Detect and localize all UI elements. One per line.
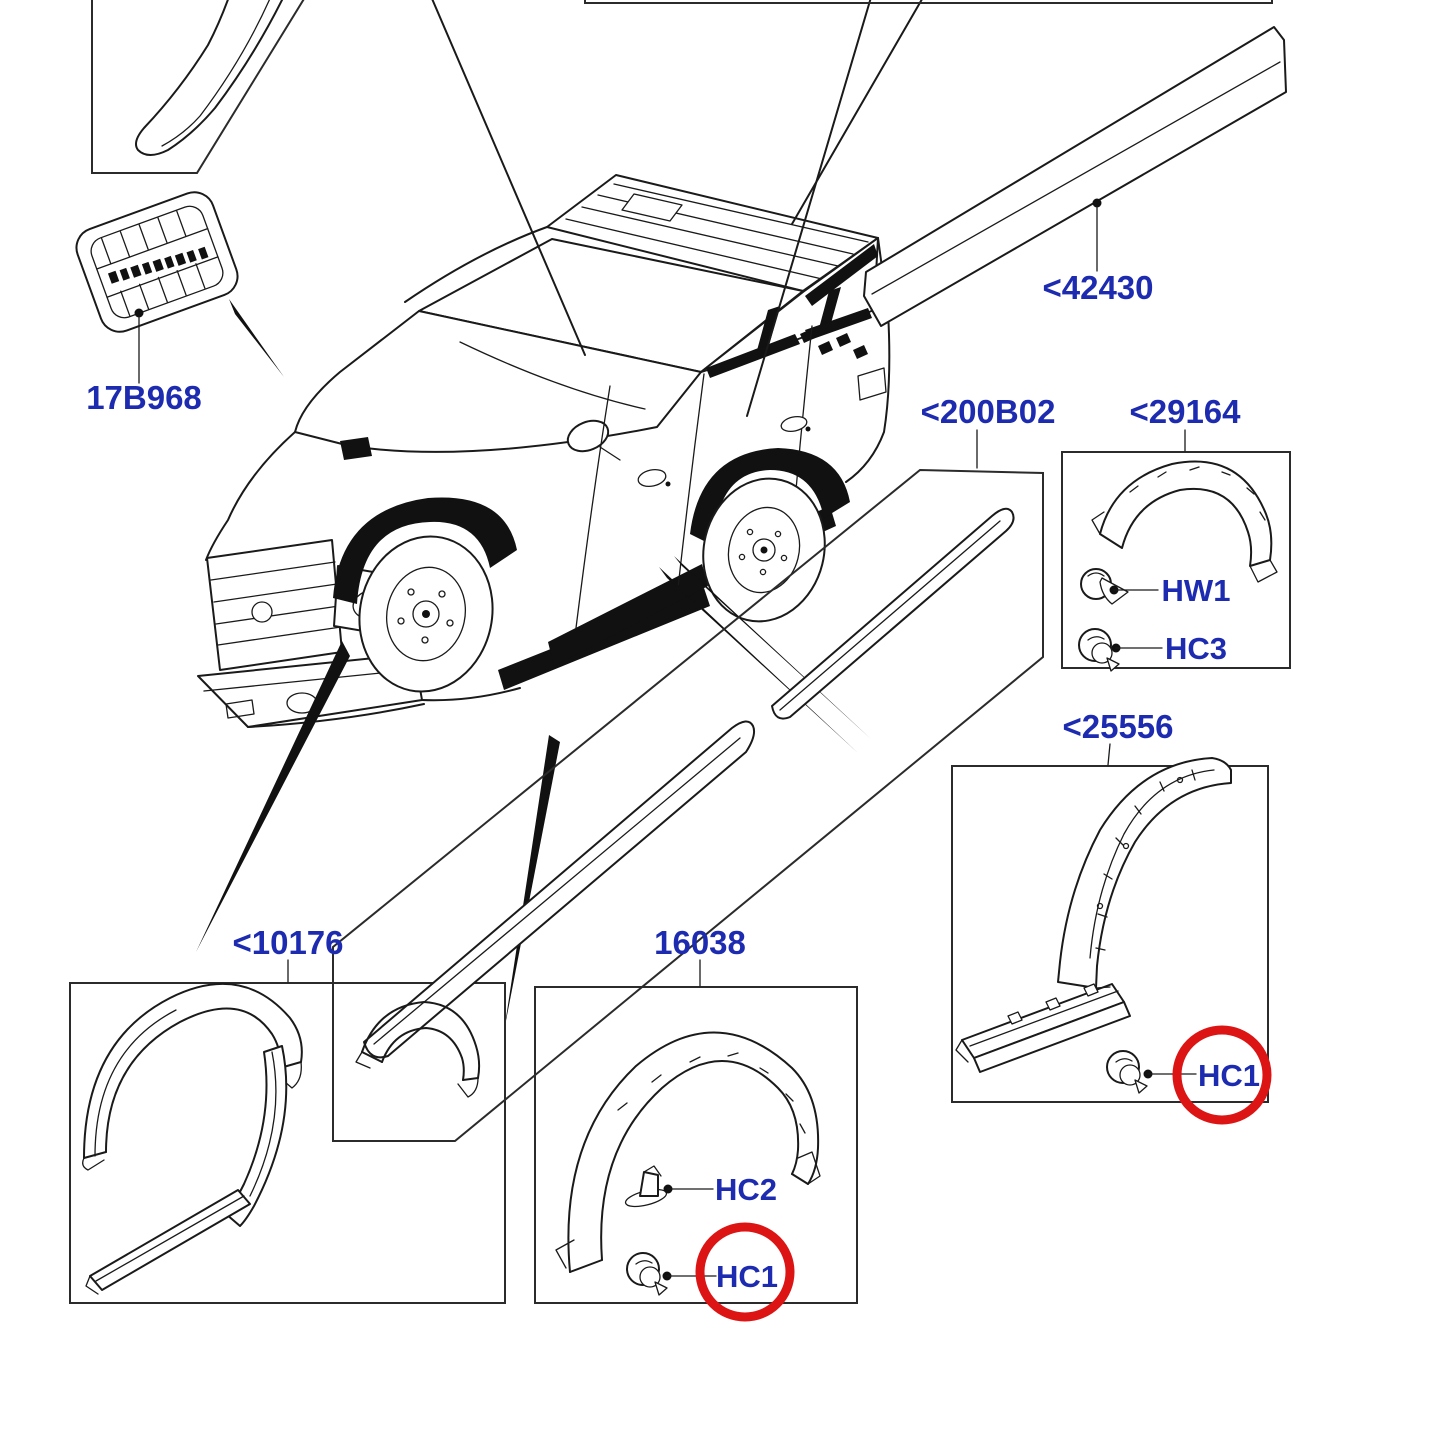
highlight-circle-hc1-arch — [695, 1222, 795, 1322]
front-arch-blackout — [333, 497, 517, 604]
clip-hc1-pillar-icon — [1106, 1050, 1148, 1094]
clip-hc2-icon — [624, 1165, 668, 1208]
door-handle — [637, 469, 667, 487]
clip-hc1-arch-icon — [626, 1252, 668, 1296]
apillar-finisher-part — [135, 0, 284, 156]
door-moulding-parts — [363, 507, 1015, 1059]
wheel-arch-part — [555, 1031, 821, 1273]
part-label-clip-hc1-arch[interactable]: HC1 — [716, 1259, 778, 1294]
vent-grille-part — [75, 191, 239, 333]
part-label-wheel-arch[interactable]: 16038 — [654, 924, 746, 961]
wedge-leaders — [196, 299, 871, 1031]
box-rear-arch-kit — [1061, 451, 1291, 669]
door-handle — [780, 415, 808, 433]
part-label-upper-moulding[interactable]: <42430 — [1042, 269, 1153, 306]
part-label-vent-grille[interactable]: 17B968 — [86, 379, 202, 416]
box-wheel-arch — [534, 986, 858, 1304]
box-apillar-trim — [91, 0, 305, 174]
box-pillar-sill-trim — [951, 765, 1269, 1103]
rear-arch-blackout — [690, 448, 850, 546]
box-front-arch-kit — [69, 982, 506, 1304]
part-boxes — [69, 0, 1291, 1304]
front-grille — [206, 539, 343, 671]
part-label-clip-hc1-pillar[interactable]: HC1 — [1198, 1058, 1260, 1093]
part-label-clip-hc2[interactable]: HC2 — [715, 1172, 777, 1207]
pillar-sill-trim-part — [955, 757, 1232, 1073]
upper-moulding-part — [863, 26, 1287, 327]
part-label-front-arch-kit[interactable]: <10176 — [232, 924, 343, 961]
leader-lines — [134, 198, 1197, 1281]
front-arch-kit-parts — [82, 982, 481, 1295]
part-label-pillar-sill-trim[interactable]: <25556 — [1062, 708, 1173, 745]
part-label-clip-hc3[interactable]: HC3 — [1165, 631, 1227, 666]
front-wheel — [358, 535, 494, 693]
box-top-right — [584, 0, 1273, 4]
highlight-circle-hc1-pillar — [1172, 1025, 1272, 1125]
box-door-mouldings — [332, 468, 1044, 1142]
part-label-screw-hw1[interactable]: HW1 — [1162, 573, 1231, 608]
wing-mirror — [566, 419, 621, 461]
rear-wheel — [702, 477, 826, 623]
screw-hw1-icon — [1080, 568, 1129, 605]
taillight — [857, 367, 887, 401]
quarter-checkers — [800, 329, 868, 359]
part-label-rear-arch-kit[interactable]: <29164 — [1129, 393, 1241, 430]
rear-arch-part — [1091, 460, 1278, 583]
pointer-lines — [431, 0, 923, 417]
part-label-door-mouldings[interactable]: <200B02 — [921, 393, 1056, 430]
vehicle-illustration — [197, 174, 891, 728]
